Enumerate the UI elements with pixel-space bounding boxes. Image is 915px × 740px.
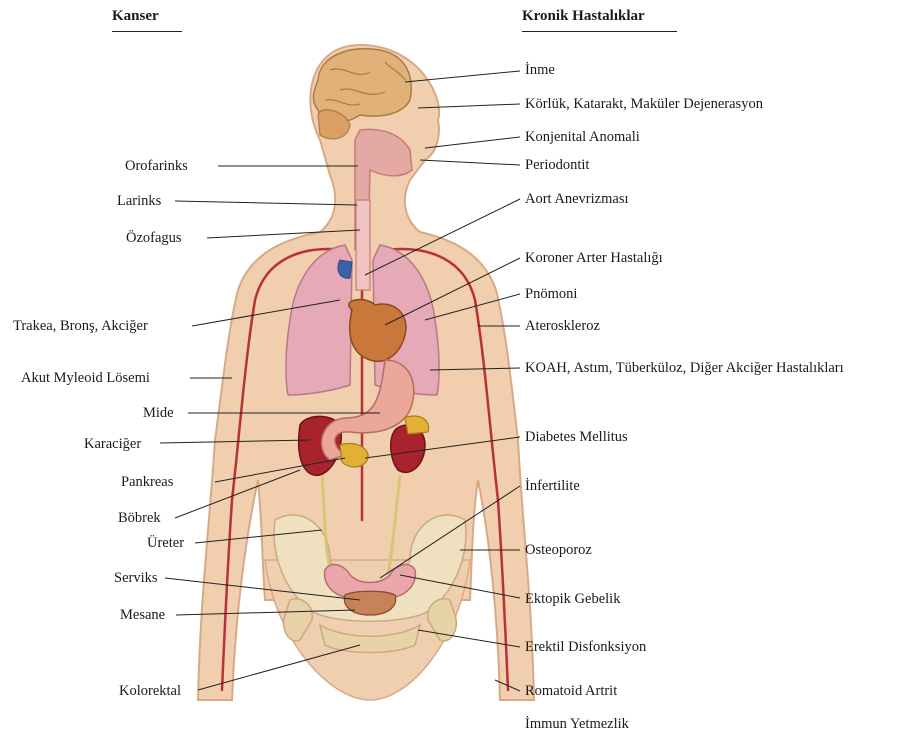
leader-larinks [175, 201, 357, 205]
label-ektopik: Ektopik Gebelik [525, 591, 620, 607]
heart-vessel-blue [338, 260, 352, 278]
label-infertilite: İnfertilite [525, 478, 580, 494]
label-konjenital: Konjenital Anomali [525, 129, 640, 145]
label-periodontit: Periodontit [525, 157, 589, 173]
label-akut-myleoid: Akut Myleoid Lösemi [21, 370, 150, 386]
heart [349, 300, 406, 362]
label-aort: Aort Anevrizması [525, 191, 629, 207]
label-bobrek: Böbrek [118, 510, 161, 526]
label-immun: İmmun Yetmezlik [525, 716, 629, 732]
label-romatoid: Romatoid Artrit [525, 683, 617, 699]
label-pnomoni: Pnömoni [525, 286, 577, 302]
heading-cancer: Kanser [112, 8, 182, 32]
label-pankreas: Pankreas [121, 474, 173, 490]
leader-periodontit [420, 160, 520, 165]
label-inme: İnme [525, 62, 555, 78]
leader-konjenital [425, 137, 520, 148]
label-kolorektal: Kolorektal [119, 683, 181, 699]
label-korluk: Körlük, Katarakt, Maküler Dejenerasyon [525, 96, 763, 112]
label-ateroskleroz: Ateroskleroz [525, 318, 600, 334]
heading-chronic: Kronik Hastalıklar [522, 8, 677, 32]
label-ozofagus: Özofagus [126, 230, 182, 246]
label-karaciger: Karaciğer [84, 436, 141, 452]
label-mide: Mide [143, 405, 174, 421]
trachea [356, 200, 370, 290]
label-ureter: Üreter [147, 535, 184, 551]
label-koah: KOAH, Astım, Tüberküloz, Diğer Akciğer H… [525, 360, 844, 376]
label-osteoporoz: Osteoporoz [525, 542, 592, 558]
bladder [344, 591, 395, 615]
label-larinks: Larinks [117, 193, 161, 209]
label-trakea: Trakea, Bronş, Akciğer [13, 318, 148, 334]
label-mesane: Mesane [120, 607, 165, 623]
label-serviks: Serviks [114, 570, 158, 586]
label-diabetes: Diabetes Mellitus [525, 429, 628, 445]
label-koroner: Koroner Arter Hastalığı [525, 250, 663, 266]
label-orofarinks: Orofarinks [125, 158, 188, 174]
label-erektil: Erektil Disfonksiyon [525, 639, 646, 655]
